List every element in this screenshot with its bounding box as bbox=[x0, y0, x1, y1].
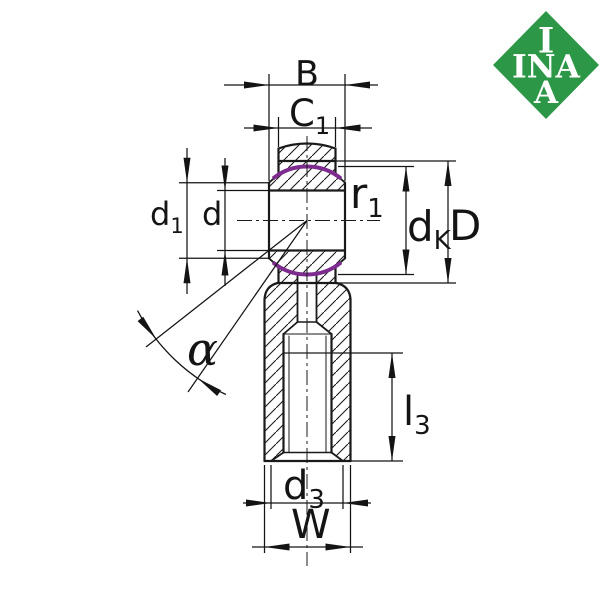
dim-label-d: d bbox=[202, 195, 222, 233]
dim-label-w: W bbox=[291, 502, 331, 548]
ina-logo: I INA A bbox=[493, 11, 599, 119]
dim-label-b: B bbox=[295, 55, 319, 95]
logo-letters-middle: INA bbox=[512, 49, 581, 86]
logo-diamond bbox=[493, 11, 599, 119]
dim-label-d1: d1 bbox=[150, 195, 184, 238]
dim-label-l3: l3 bbox=[403, 389, 431, 441]
dim-label-c1: C1 bbox=[289, 92, 330, 140]
dim-label-dk: dK bbox=[407, 202, 452, 256]
dimension-arrows bbox=[137, 81, 452, 551]
dim-label-d3: d3 bbox=[283, 463, 325, 515]
dimension-labels: B C1 r1 d1 d dK D α l3 d3 W bbox=[150, 55, 481, 549]
logo-letter-top: I bbox=[538, 21, 554, 62]
dim-label-D: D bbox=[449, 201, 481, 250]
section-hatching bbox=[264, 143, 351, 461]
centerlines bbox=[237, 136, 380, 566]
dim-label-alpha: α bbox=[187, 322, 218, 376]
logo-letter-bottom: A bbox=[533, 75, 559, 111]
dim-label-r1: r1 bbox=[350, 169, 384, 224]
